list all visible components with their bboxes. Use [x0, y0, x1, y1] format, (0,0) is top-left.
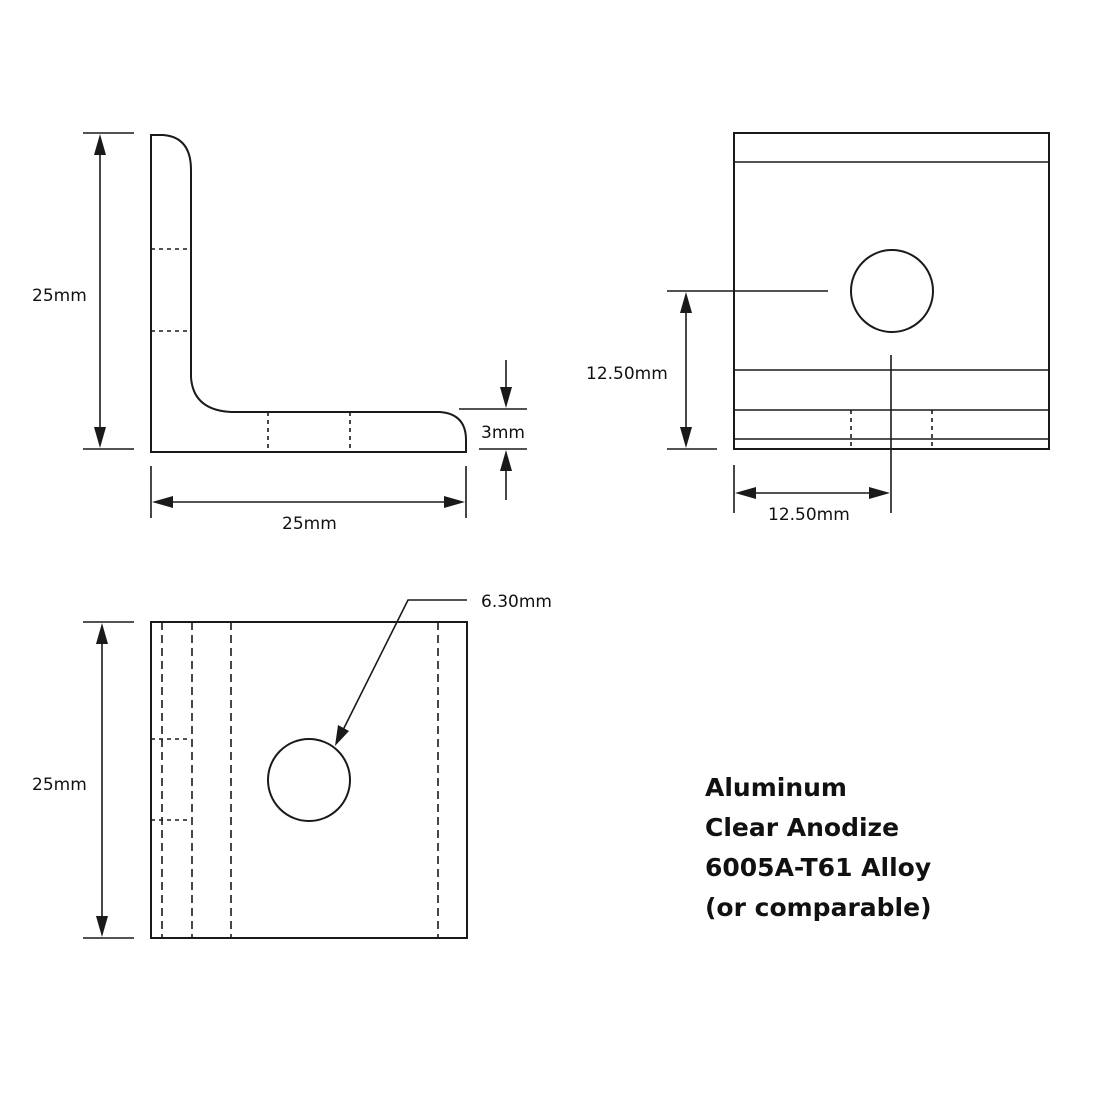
top-view: 6.30mm 25mm: [32, 592, 552, 939]
l-profile-outline: [150, 134, 467, 453]
thickness-label: 3mm: [481, 423, 525, 443]
spec-alloy: 6005A-T61 Alloy: [705, 853, 932, 882]
material-specs: Aluminum Clear Anodize 6005A-T61 Alloy (…: [705, 768, 932, 928]
mounting-hole: [267, 738, 351, 822]
spec-material: Aluminum: [705, 773, 847, 802]
hole-height-label: 12.50mm: [586, 364, 668, 384]
hole-diameter-label: 6.30mm: [481, 592, 552, 612]
top-height-label: 25mm: [32, 775, 87, 795]
hole-offset-label: 12.50mm: [768, 505, 850, 525]
leader-line: [341, 599, 467, 733]
mounting-hole: [850, 249, 934, 333]
top-outline: [150, 621, 468, 939]
side-height-label: 25mm: [32, 286, 87, 306]
spec-finish: Clear Anodize: [705, 813, 900, 842]
front-view: 12.50mm 12.50mm: [586, 132, 1050, 525]
spec-note: (or comparable): [705, 893, 932, 922]
side-width-label: 25mm: [282, 514, 337, 534]
side-view: 25mm 25mm 3mm: [32, 132, 527, 534]
